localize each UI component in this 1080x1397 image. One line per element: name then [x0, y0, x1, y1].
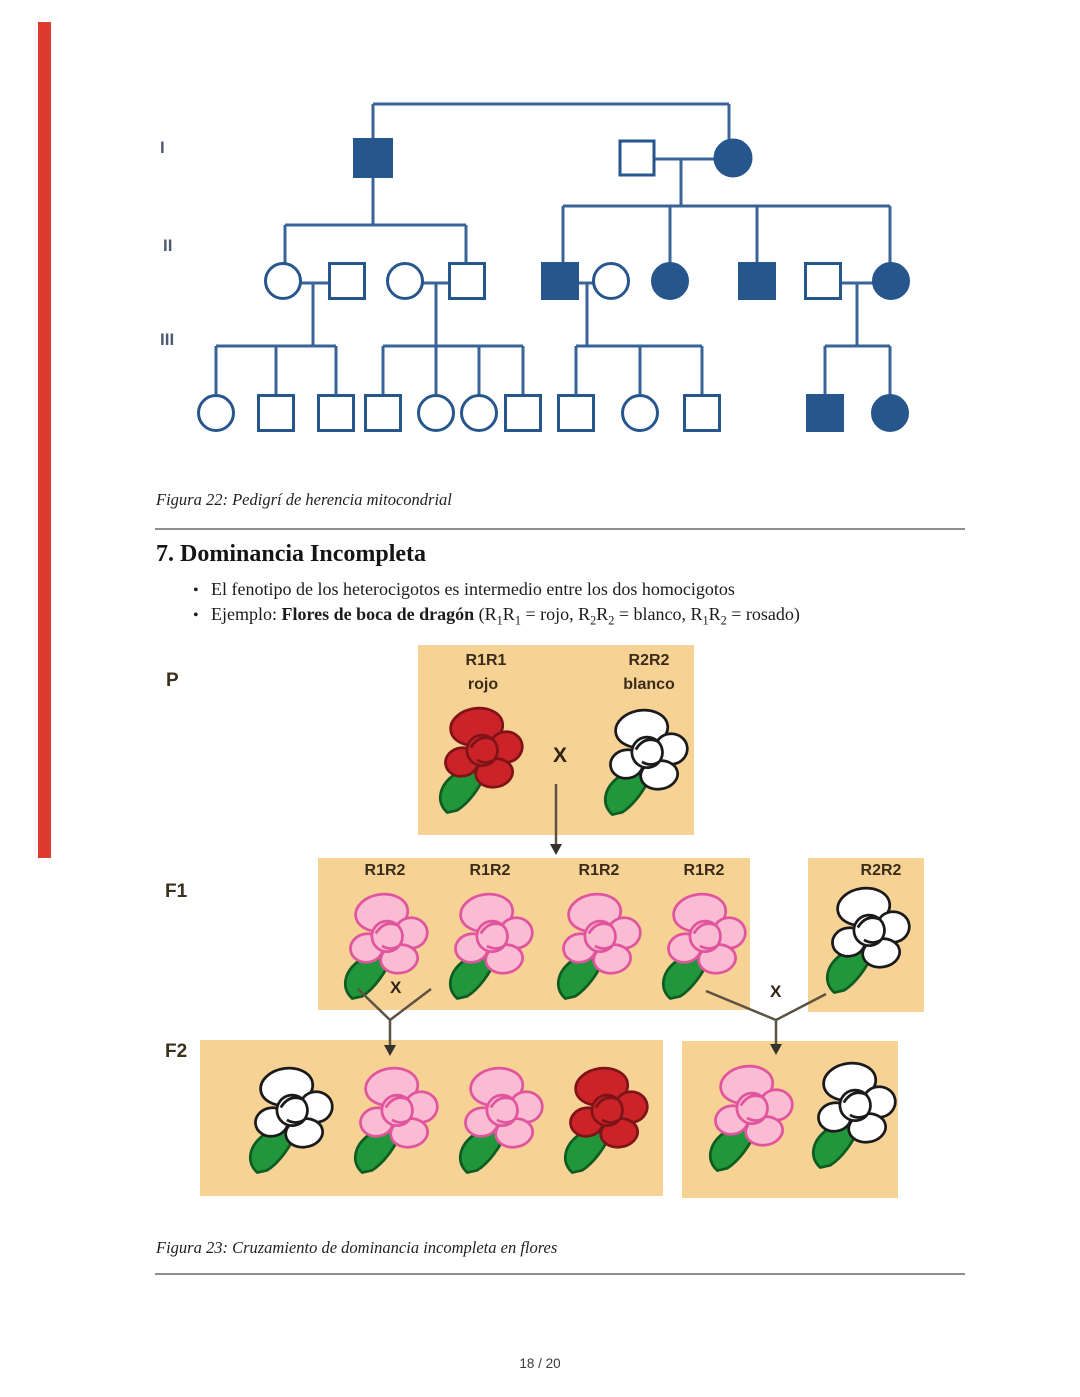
pedigree-female-unaffected — [417, 394, 455, 432]
flower-white — [812, 878, 922, 998]
pedigree-female-unaffected — [197, 394, 235, 432]
flower-pink — [340, 1058, 450, 1178]
bullet-marker: • — [193, 607, 199, 624]
pedigree-male-unaffected — [804, 262, 842, 300]
pedigree-male-unaffected — [364, 394, 402, 432]
pedigree-figure — [0, 0, 1080, 470]
pedigree-male-unaffected — [257, 394, 295, 432]
genotype-label: R1R2 — [683, 862, 725, 879]
flower-pink — [445, 1058, 555, 1178]
bullet2-prefix: Ejemplo: — [211, 604, 282, 624]
bullet-marker: • — [193, 582, 199, 599]
bullet-item-2: • Ejemplo: Flores de boca de dragón (R1R1… — [193, 604, 800, 628]
bullet-item-1: • El fenotipo de los heterocigotos es int… — [193, 579, 735, 600]
flower-pink — [435, 884, 545, 1004]
flower-pink — [695, 1056, 805, 1176]
pedigree-female-unaffected — [386, 262, 424, 300]
generation-label: I — [160, 138, 165, 157]
pedigree-male-unaffected — [328, 262, 366, 300]
pedigree-female-unaffected — [592, 262, 630, 300]
pedigree-female-affected — [871, 394, 909, 432]
pedigree-male-unaffected — [504, 394, 542, 432]
pedigree-female-affected — [651, 262, 689, 300]
pedigree-lines — [214, 102, 892, 396]
bullet2-bold: Flores de boca de dragón — [281, 604, 475, 624]
pedigree-male-unaffected — [618, 139, 656, 177]
flower-white — [235, 1058, 345, 1178]
section-heading: 7. Dominancia Incompleta — [156, 541, 426, 567]
genotype-label: R1R2 — [469, 862, 511, 879]
pedigree-male-unaffected — [683, 394, 721, 432]
flower-pink — [543, 884, 653, 1004]
bullet2-formula: (R1R1 = rojo, R2R2 = blanco, R1R2 = rosa… — [474, 604, 800, 628]
flower-pink — [648, 884, 758, 1004]
figure22-caption: Figura 22: Pedigrí de herencia mitocondr… — [156, 490, 452, 509]
figure23-caption: Figura 23: Cruzamiento de dominancia inc… — [156, 1238, 558, 1257]
pedigree-female-unaffected — [264, 262, 302, 300]
flower-red — [550, 1058, 660, 1178]
pedigree-female-unaffected — [460, 394, 498, 432]
pedigree-female-affected — [713, 138, 753, 178]
row-label-p: P — [166, 670, 179, 691]
genotype-label: rojo — [467, 676, 499, 693]
divider-rule-bottom — [155, 1273, 965, 1275]
genotype-label: R2R2 — [628, 652, 670, 669]
pedigree-male-affected — [806, 394, 844, 432]
generation-label: II — [163, 236, 173, 255]
genotype-label: R1R1 — [465, 652, 507, 669]
pedigree-male-unaffected — [448, 262, 486, 300]
pedigree-chart — [197, 102, 910, 432]
red-margin-bar — [38, 22, 51, 858]
pedigree-female-affected — [872, 262, 910, 300]
flower-red — [425, 698, 535, 818]
row-label-f1: F1 — [165, 881, 188, 902]
flower-white — [590, 700, 700, 820]
cross-symbol: X — [390, 978, 402, 997]
pedigree-male-affected — [738, 262, 776, 300]
genotype-label: R1R2 — [364, 862, 406, 879]
divider-rule-top — [155, 528, 965, 530]
cross-symbol: X — [553, 744, 568, 767]
generation-label: III — [160, 330, 175, 349]
flower-pink — [330, 884, 440, 1004]
pedigree-male-unaffected — [317, 394, 355, 432]
row-label-f2: F2 — [165, 1041, 188, 1062]
pedigree-female-unaffected — [621, 394, 659, 432]
genotype-label: R2R2 — [860, 862, 902, 879]
genotype-label: R1R2 — [578, 862, 620, 879]
flower-white — [798, 1053, 908, 1173]
bullet1-text: El fenotipo de los heterocigotos es inte… — [211, 579, 735, 599]
cross-symbol: X — [770, 982, 782, 1001]
pedigree-male-affected — [353, 138, 393, 178]
pedigree-male-affected — [541, 262, 579, 300]
genotype-label: blanco — [623, 676, 675, 693]
pedigree-male-unaffected — [557, 394, 595, 432]
page-number: 18 / 20 — [519, 1356, 561, 1371]
